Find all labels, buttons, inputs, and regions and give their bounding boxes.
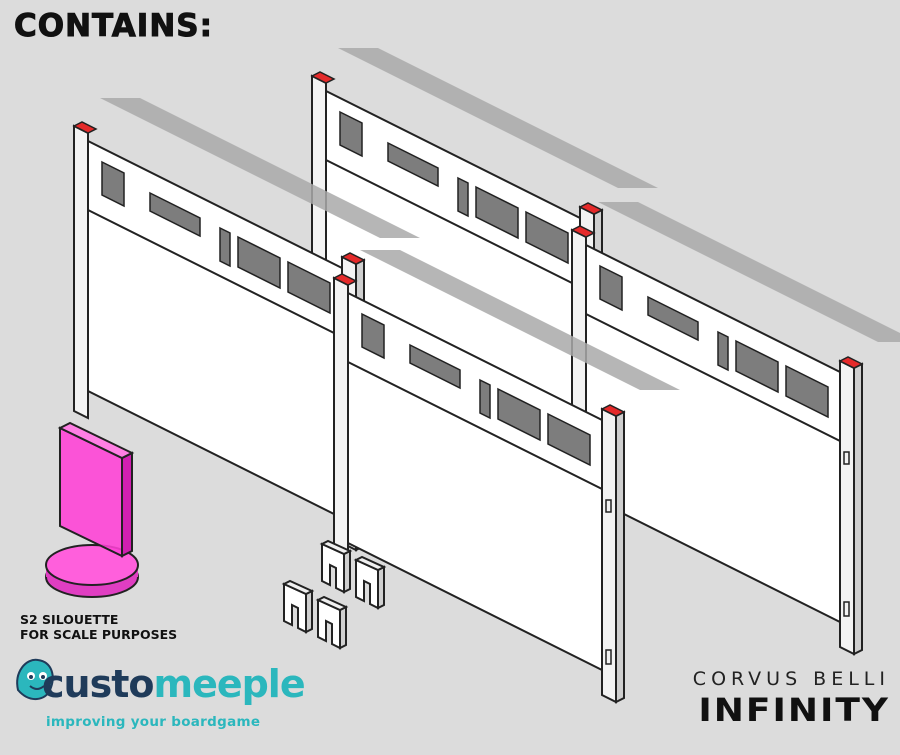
customeeple-tagline: improving your boardgame — [46, 714, 261, 730]
corvus-belli-wordmark: CORVUS BELLI — [692, 668, 890, 690]
stand-clip-icon — [321, 540, 351, 593]
corvus-belli-logo: CORVUS BELLI INFINITY — [620, 664, 890, 744]
infinity-wordmark: INFINITY — [698, 692, 890, 729]
customeeple-logo: customeeple improving your boardgame — [12, 652, 306, 744]
customeeple-word-part-2: meeple — [153, 662, 305, 706]
customeeple-wordmark: customeeple — [42, 662, 306, 706]
stand-clip-icon — [283, 580, 313, 633]
stand-clip-icon — [355, 556, 385, 609]
scale-note: S2 SILOUETTE FOR SCALE PURPOSES — [20, 612, 177, 642]
s2-silhouette-icon — [45, 421, 139, 598]
meeple-mascot-icon — [16, 658, 54, 700]
stand-clip-icon — [317, 596, 347, 649]
scale-note-line-2: FOR SCALE PURPOSES — [20, 627, 178, 642]
scale-note-line-1: S2 SILOUETTE — [20, 612, 119, 627]
contents-heading: CONTAINS: — [14, 8, 213, 45]
customeeple-word-part-1: custo — [42, 662, 154, 706]
